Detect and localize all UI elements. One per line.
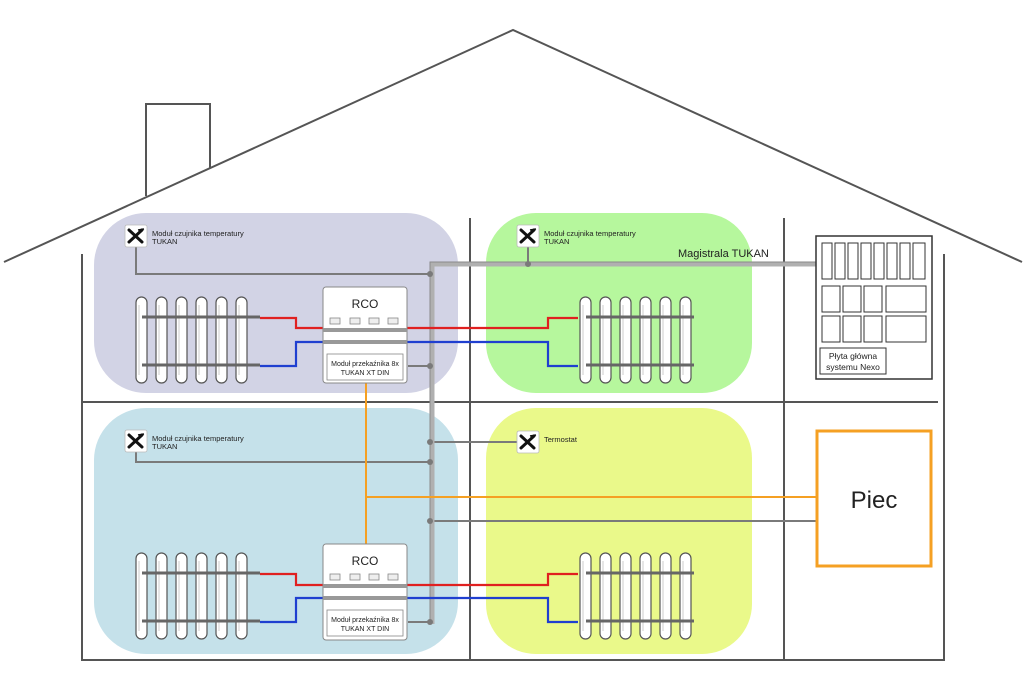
x-logo-icon [123,223,149,249]
sensor-upper-left: Moduł czujnika temperatury TUKAN [123,223,244,249]
mainboard-label-line2: systemu Nexo [826,362,880,372]
rco-unit-lower: RCO Moduł przekaźnika 8x TUKAN XT DIN [322,543,408,641]
rco-unit-upper: RCO Moduł przekaźnika 8x TUKAN XT DIN [322,286,408,384]
bus-label: Magistrala TUKAN [678,248,769,260]
bus-wiring [135,246,818,623]
relay-label-line2: TUKAN XT DIN [341,626,390,633]
thermostat-label: Termostat [544,435,578,444]
house-outline [3,28,1023,661]
mainboard-panel: Płyta główna systemu Nexo [815,235,933,380]
x-logo-icon [515,223,541,249]
sensor-upper-right: Moduł czujnika temperatury TUKAN [515,223,636,249]
sensor-label-line2: TUKAN [544,237,569,246]
thermostat-lower-right: Termostat [515,429,578,455]
bus-junctions [427,261,531,625]
relay-label-line2: TUKAN XT DIN [341,370,390,377]
radiator-icon [135,552,260,640]
furnace-wiring [365,383,818,546]
x-logo-icon [123,428,149,454]
rco-label: RCO [352,554,379,568]
radiator-icon [135,296,260,384]
sensor-label-line1: Moduł czujnika temperatury [544,229,636,238]
sensor-label-line1: Moduł czujnika temperatury [152,434,244,443]
sensor-label-line2: TUKAN [152,442,177,451]
furnace-box: Piec [815,429,933,568]
sensor-label-line1: Moduł czujnika temperatury [152,229,244,238]
sensor-lower-left: Moduł czujnika temperatury TUKAN [123,428,244,454]
furnace-label: Piec [851,487,898,514]
radiator-icon [579,552,694,640]
relay-label-line1: Moduł przekaźnika 8x [331,617,399,624]
pipes-upper [260,316,578,368]
pipes-lower [260,572,578,624]
bus-trunk [429,261,818,624]
x-logo-icon [515,429,541,455]
sensor-label-line2: TUKAN [152,237,177,246]
mainboard-label-line1: Płyta główna [829,351,877,361]
radiator-icon [579,296,694,384]
rco-label: RCO [352,297,379,311]
relay-label-line1: Moduł przekaźnika 8x [331,361,399,368]
